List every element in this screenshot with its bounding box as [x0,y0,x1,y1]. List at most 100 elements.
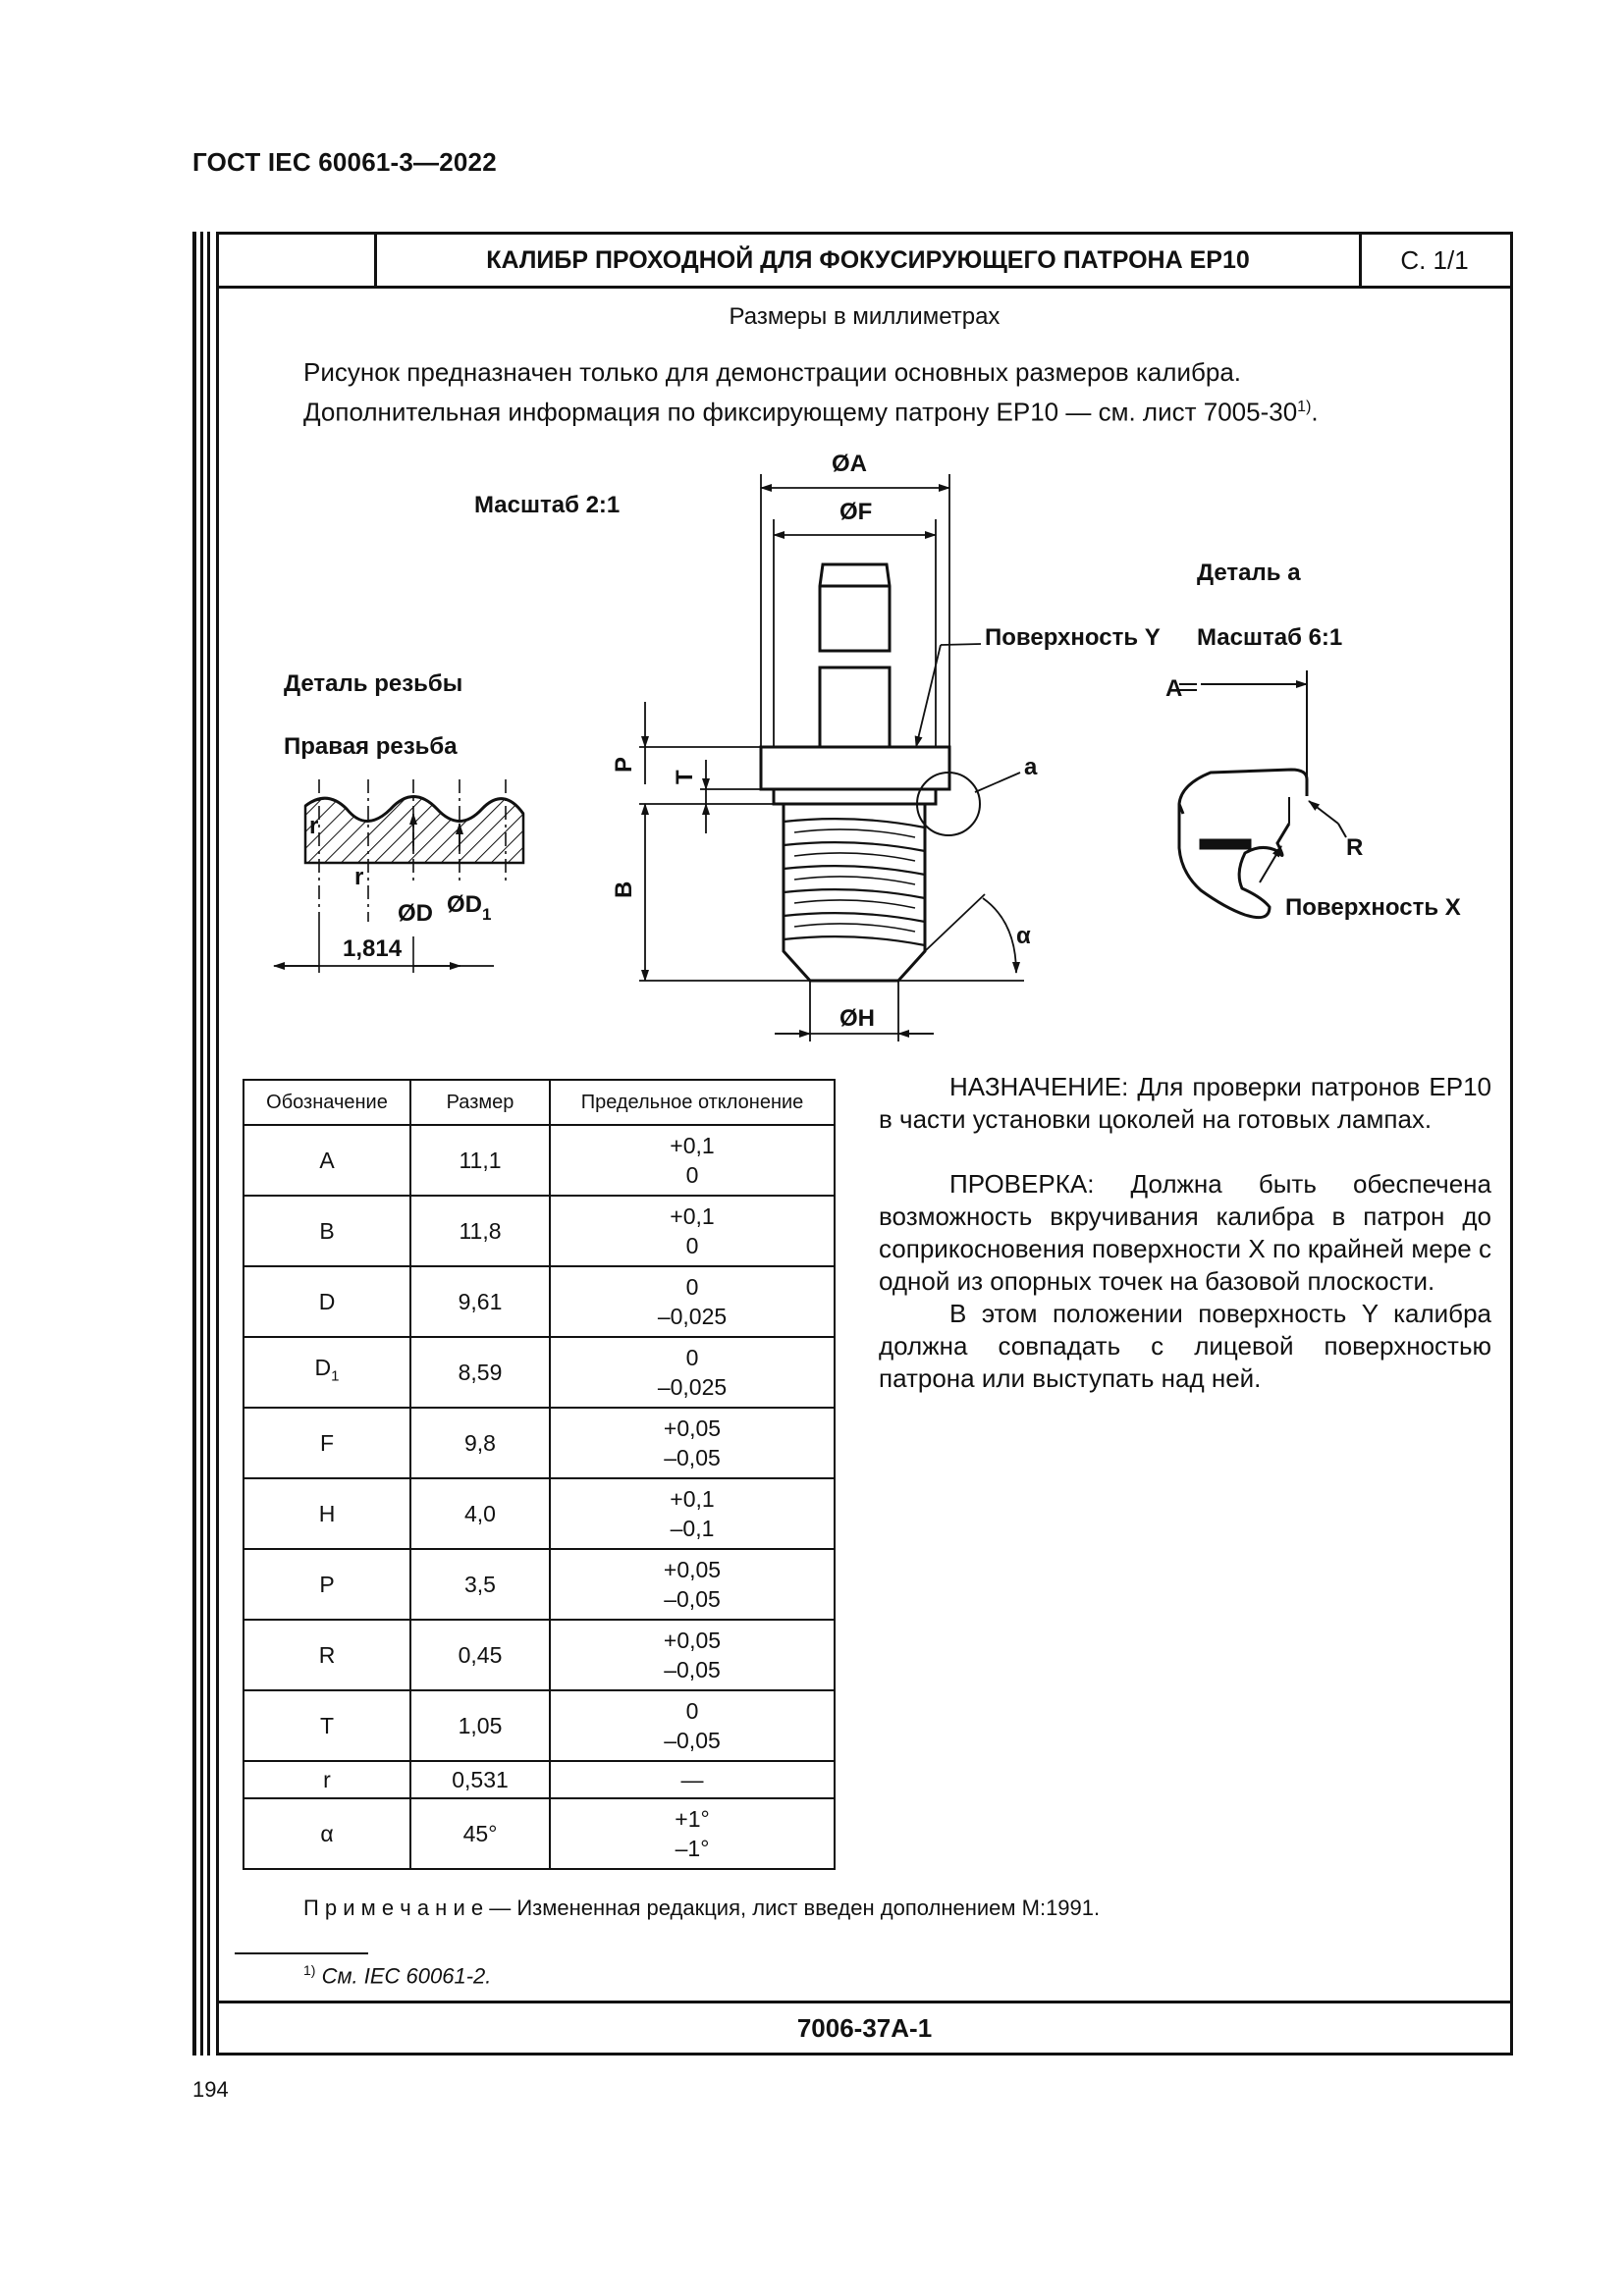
footnote-ref: 1) [1297,399,1312,415]
table-header-row: Обозначение Размер Предельное отклонение [243,1079,836,1126]
cell-size: 4,0 [409,1477,551,1550]
cell-symbol: B [243,1195,411,1267]
cell-size: 8,59 [409,1336,551,1409]
cell-symbol: R [243,1619,411,1691]
cell-size: 3,5 [409,1548,551,1621]
dim-f-label: ØF [839,499,872,525]
header-empty-cell [219,235,377,286]
detail-a-label: Деталь a [1197,560,1301,586]
thread-root-radius-label: r [309,813,318,839]
detail-a-dim-label: A [1165,675,1182,702]
table-row: r 0,531 — [243,1760,836,1799]
note: П р и м е ч а н и е — Измененная редакци… [303,1896,1101,1920]
cell-size: 45° [409,1797,551,1870]
cell-symbol: D [243,1265,411,1338]
col-header-symbol: Обозначение [243,1079,411,1126]
alpha-label: α [1016,923,1031,949]
cell-size: 11,8 [409,1195,551,1267]
thread-detail-sketch [273,779,525,973]
dimensions-table: Обозначение Размер Предельное отклонение… [243,1079,836,1870]
cell-deviation: +0,05–0,05 [549,1548,836,1621]
detail-thread-label: Деталь резьбы [284,670,462,697]
cell-deviation: — [549,1760,836,1799]
cell-deviation: 0–0,05 [549,1689,836,1762]
dim-h-label: ØH [839,1005,875,1032]
cell-symbol: r [243,1760,411,1799]
document-header: ГОСТ IEC 60061-3—2022 [192,147,497,177]
binding-bar [200,232,203,2056]
radius-r-label: R [1346,834,1363,861]
scale-detail-label: Масштаб 6:1 [1197,624,1342,651]
cell-deviation: +0,1–0,1 [549,1477,836,1550]
intro-line-2: Дополнительная информация по фиксирующем… [303,397,1319,427]
binding-bar [207,232,210,2056]
cell-symbol: D1 [243,1336,411,1409]
col-header-deviation: Предельное отклонение [549,1079,836,1126]
gauge-body [759,562,981,983]
table-row: F 9,8 +0,05–0,05 [243,1407,836,1479]
dimension-lines [639,474,1024,1041]
cell-symbol: H [243,1477,411,1550]
check-position-paragraph: В этом положении поверхность Y калибра д… [879,1299,1491,1393]
surface-y-label: Поверхность Y [985,624,1161,651]
check-paragraph: ПРОВЕРКА: Должна быть обеспечена возможн… [879,1169,1491,1296]
sheet-frame: КАЛИБР ПРОХОДНОЙ ДЛЯ ФОКУСИРУЮЩЕГО ПАТРО… [216,232,1513,2056]
binding-bar [192,232,196,2056]
purpose-paragraph: НАЗНАЧЕНИЕ: Для проверки патронов ЕР10 в… [879,1072,1491,1134]
footnote-separator [235,1952,368,1954]
table-row: D 9,61 0–0,025 [243,1265,836,1338]
dim-d1-label: ØD1 [447,891,491,924]
cell-symbol: P [243,1548,411,1621]
intro-text: Рисунок предназначен только для демонстр… [303,354,1319,430]
cell-size: 0,531 [409,1760,551,1799]
dim-a-label: ØA [832,451,867,477]
table-row: H 4,0 +0,1–0,1 [243,1477,836,1550]
right-thread-label: Правая резьба [284,733,458,760]
footnote: 1) См. IEC 60061-2. [303,1962,492,1989]
col-header-size: Размер [409,1079,551,1126]
purpose-and-check-text: НАЗНАЧЕНИЕ: Для проверки патронов ЕР10 в… [879,1071,1491,1395]
cell-size: 0,45 [409,1619,551,1691]
cell-deviation: +0,05–0,05 [549,1619,836,1691]
dim-d-label: ØD [398,900,433,927]
cell-deviation: +0,05–0,05 [549,1407,836,1479]
page-number: 194 [192,2077,229,2102]
detail-a-marker: a [1024,754,1038,780]
sheet-code: 7006-37A-1 [796,2013,933,2043]
technical-drawing: Масштаб 2:1 Деталь резьбы Правая резьба … [273,451,1461,1041]
table-row: T 1,05 0–0,05 [243,1689,836,1762]
cell-deviation: 0–0,025 [549,1265,836,1338]
cell-symbol: α [243,1797,411,1870]
sheet-title: КАЛИБР ПРОХОДНОЙ ДЛЯ ФОКУСИРУЮЩЕГО ПАТРО… [377,235,1362,286]
table-row: P 3,5 +0,05–0,05 [243,1548,836,1621]
cell-deviation: +1°–1° [549,1797,836,1870]
dim-p-label: P [611,757,637,773]
units-caption: Размеры в миллиметрах [729,303,1001,330]
table-row: R 0,45 +0,05–0,05 [243,1619,836,1691]
table-row: D1 8,59 0–0,025 [243,1336,836,1409]
surface-x-label: Поверхность X [1285,894,1461,921]
detail-a-sketch [1177,670,1347,920]
dim-pitch-label: 1,814 [343,935,403,962]
sheet-header-row: КАЛИБР ПРОХОДНОЙ ДЛЯ ФОКУСИРУЮЩЕГО ПАТРО… [219,235,1510,289]
sheet-footer-row: 7006-37A-1 [219,2001,1510,2056]
scale-main-label: Масштаб 2:1 [474,492,620,518]
cell-symbol: F [243,1407,411,1479]
thread-crest-radius-label: r [354,864,363,890]
cell-size: 9,61 [409,1265,551,1338]
sheet-page-number: С. 1/1 [1400,245,1469,275]
cell-symbol: A [243,1124,411,1197]
dim-t-label: T [672,770,698,784]
cell-size: 1,05 [409,1689,551,1762]
cell-size: 9,8 [409,1407,551,1479]
cell-symbol: T [243,1689,411,1762]
table-row: α 45° +1°–1° [243,1797,836,1870]
cell-deviation: 0–0,025 [549,1336,836,1409]
dim-b-label: B [611,881,637,898]
intro-line-1: Рисунок предназначен только для демонстр… [303,357,1242,387]
cell-size: 11,1 [409,1124,551,1197]
